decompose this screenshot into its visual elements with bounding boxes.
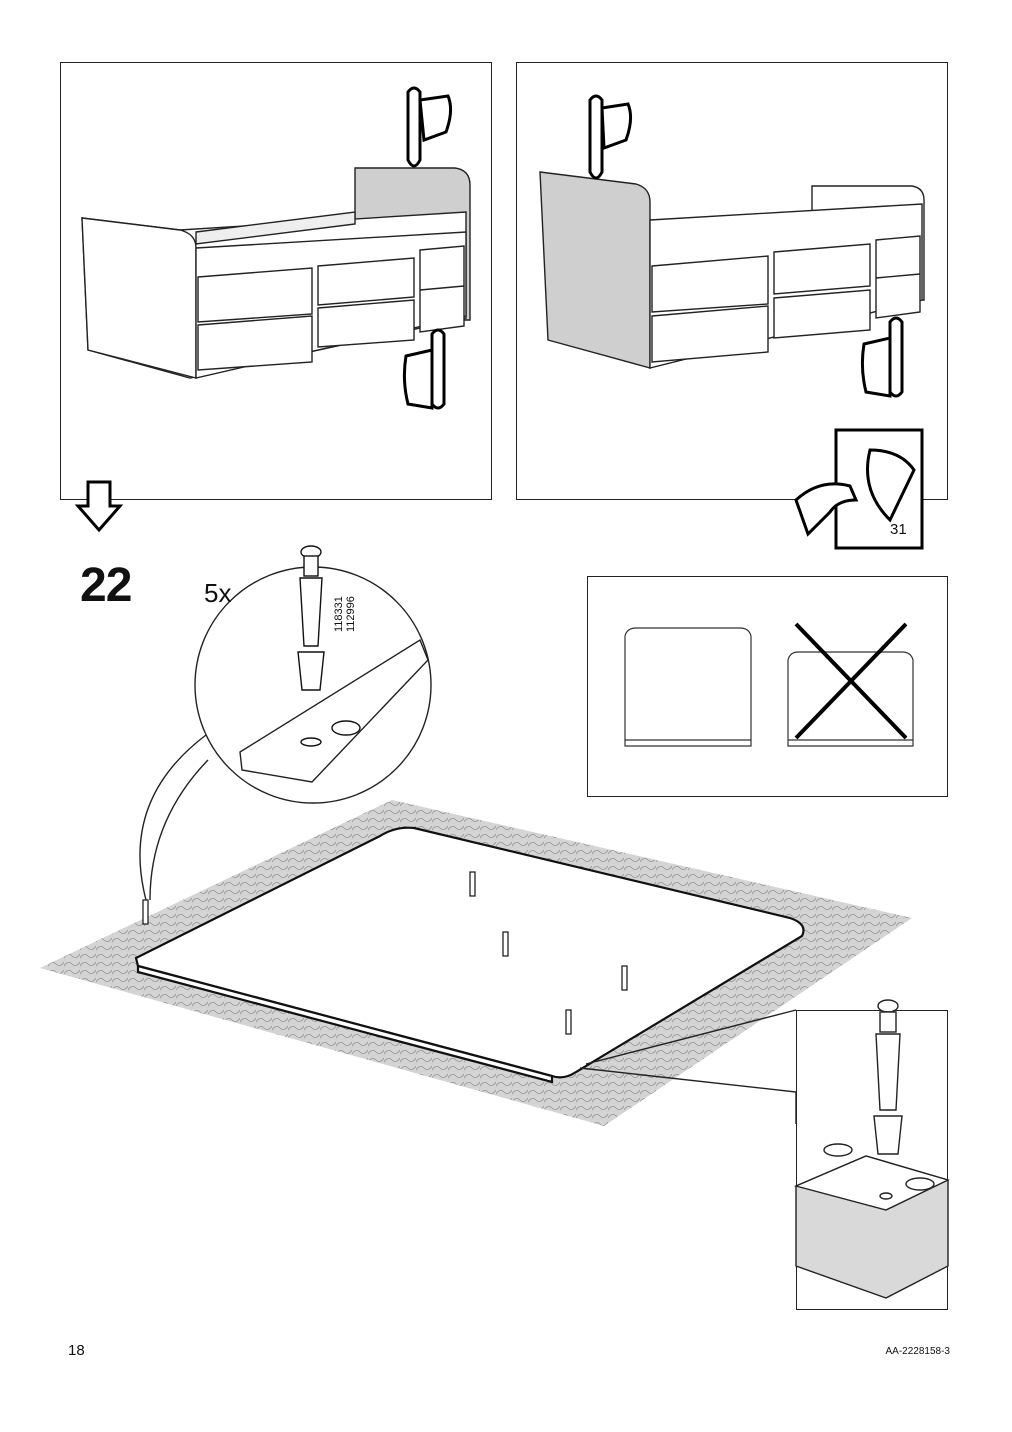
page-number: 18	[68, 1342, 85, 1359]
detail-drawing	[579, 999, 950, 1299]
arrow-down-icon	[74, 480, 124, 533]
part-numbers: 118331 112996	[333, 596, 357, 632]
cam-dowel-icon	[297, 545, 361, 747]
dowels	[142, 871, 628, 1035]
turn-page-icon	[794, 428, 924, 550]
wrong-board-crossed-icon	[787, 622, 914, 747]
hand-pointing-down-icon	[406, 86, 453, 168]
bed-left-illustration	[81, 167, 471, 379]
bed-base-board	[134, 826, 805, 1084]
hand-pointing-down-icon	[588, 94, 633, 180]
correct-board-icon	[624, 627, 752, 747]
hand-pointing-up-icon	[402, 328, 446, 410]
part-number-1: 118331	[333, 596, 345, 632]
document-code: AA-2228158-3	[885, 1346, 951, 1357]
bed-right-illustration	[539, 171, 925, 369]
quantity-label: 5x	[204, 578, 232, 608]
reference-page-number: 31	[890, 521, 907, 538]
part-number-2: 112996	[345, 596, 357, 632]
step-number: 22	[80, 559, 132, 612]
hand-pointing-up-icon	[860, 316, 904, 398]
